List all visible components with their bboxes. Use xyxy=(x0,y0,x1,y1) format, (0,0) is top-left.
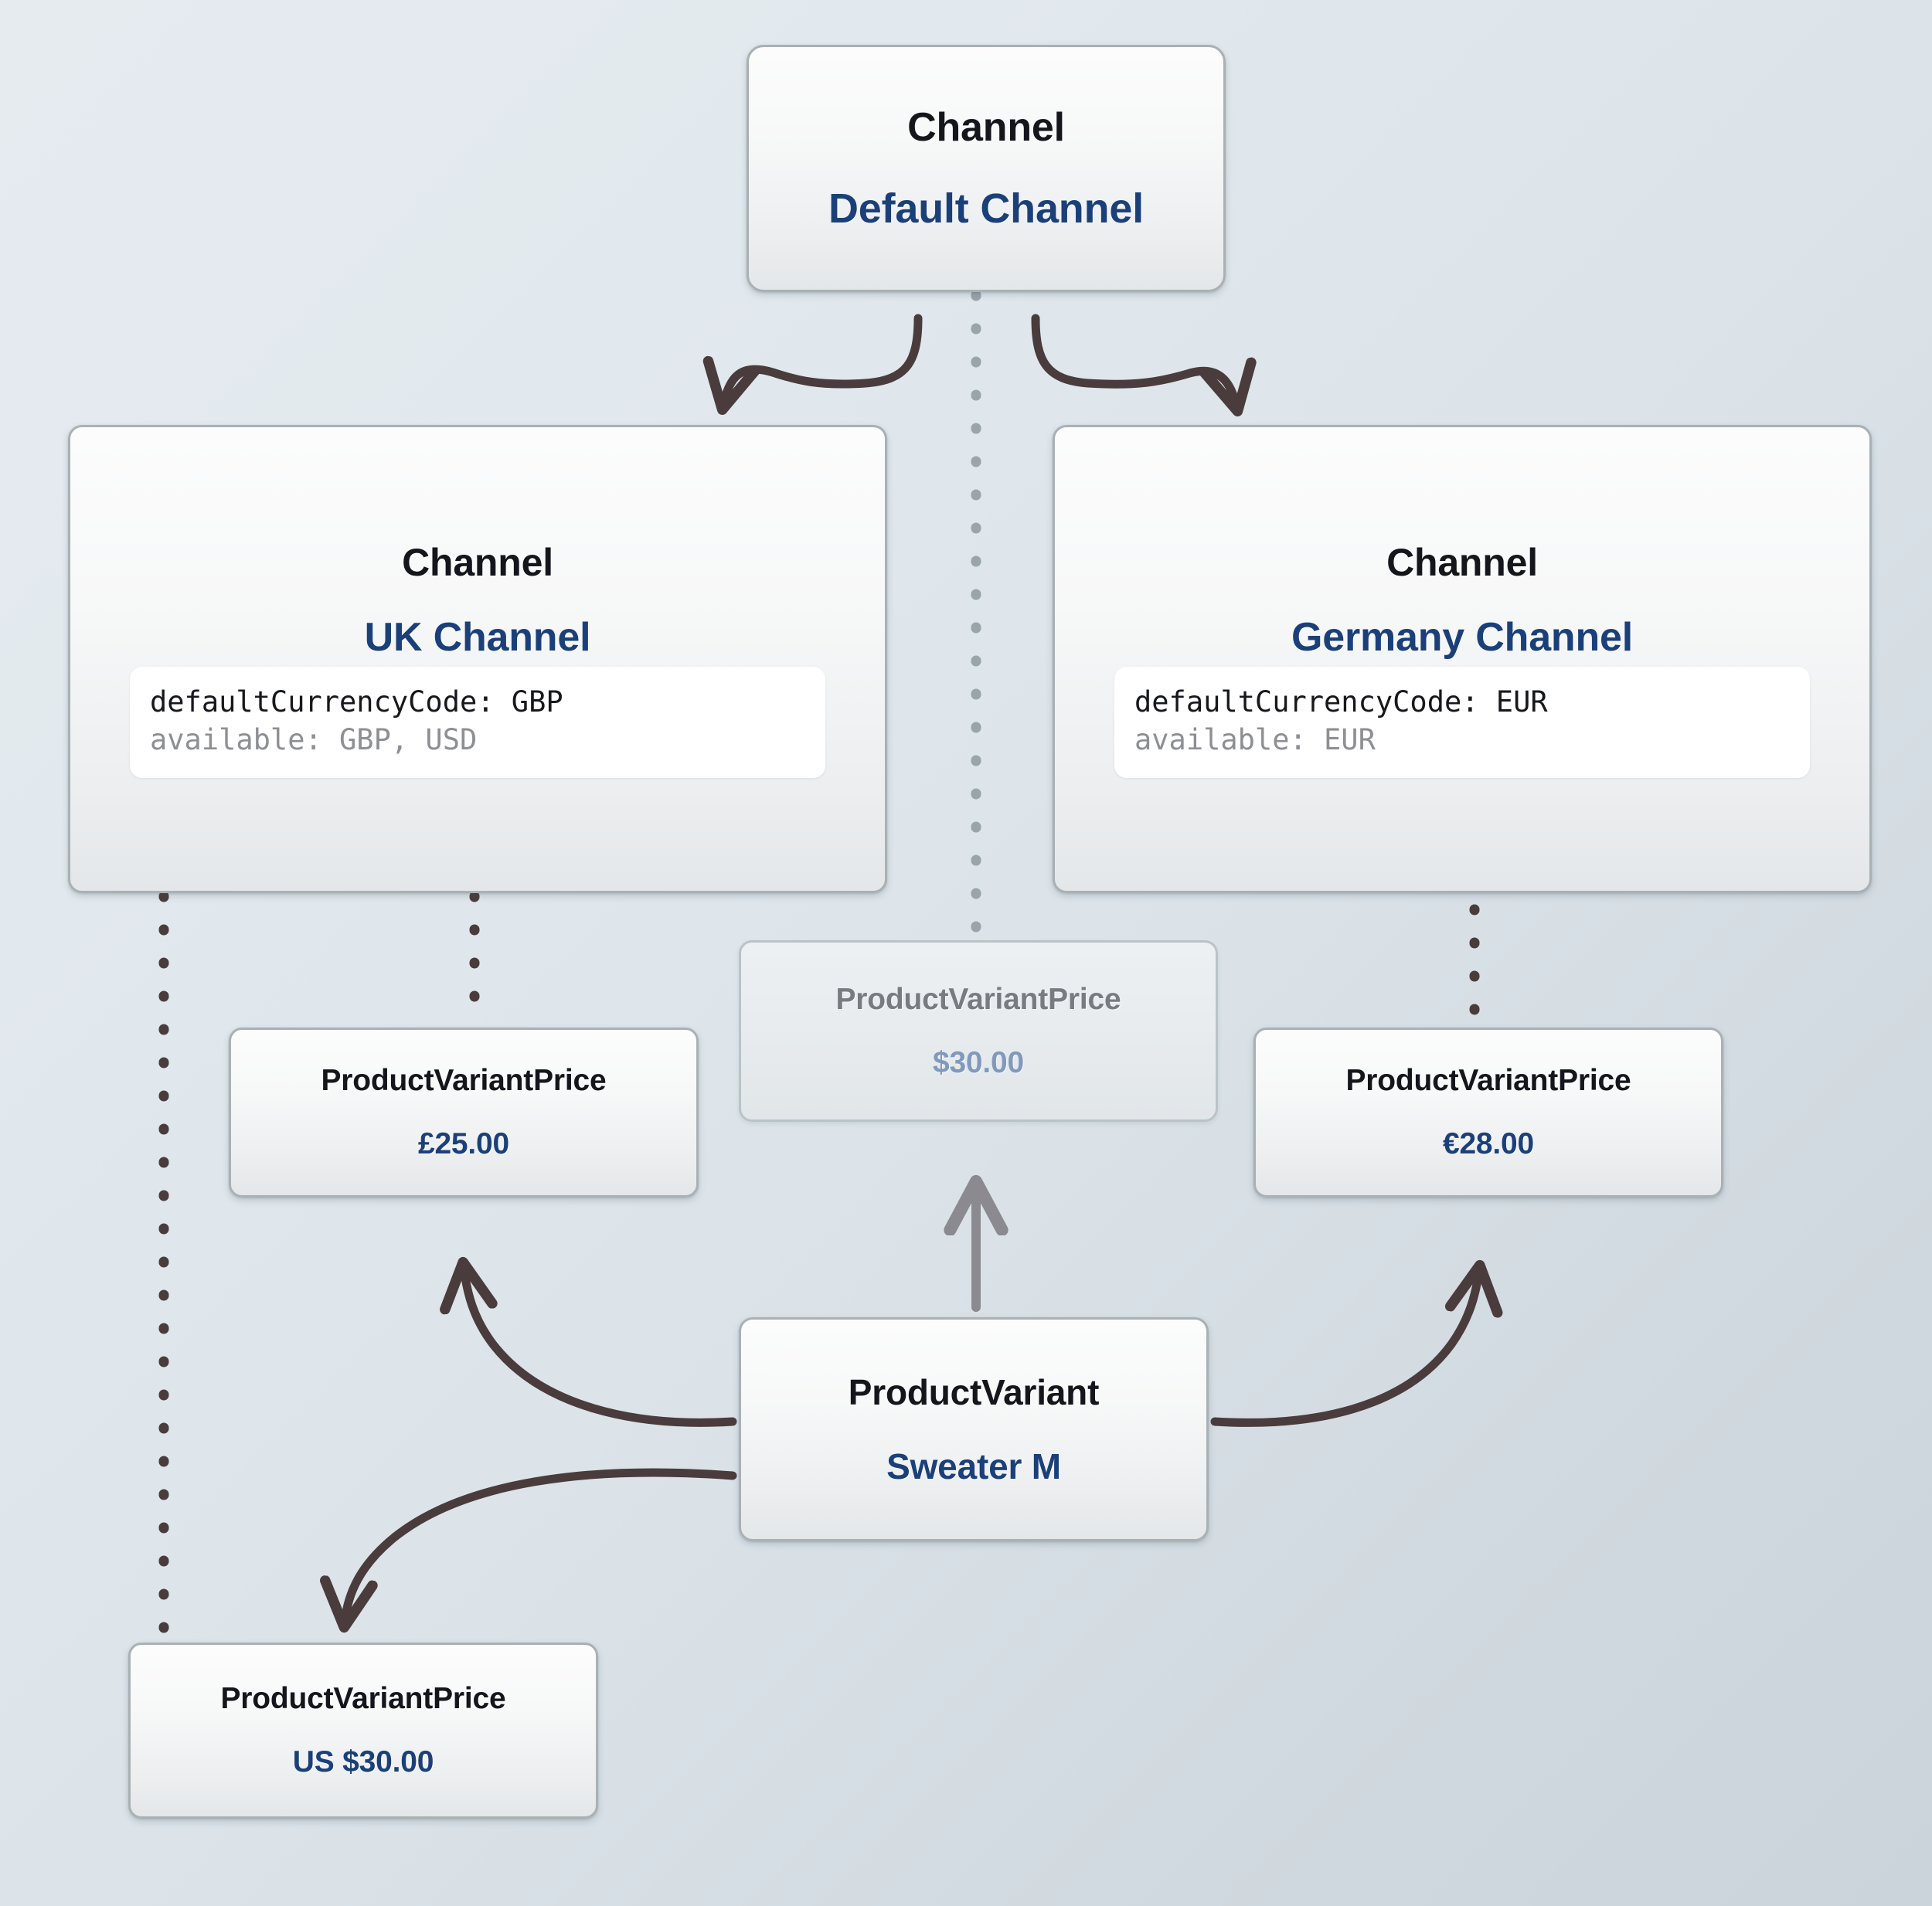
edge-default-to-uk xyxy=(723,314,923,405)
node-value-label: Germany Channel xyxy=(1291,615,1634,661)
edge-variant-to-price-gbp xyxy=(464,1267,737,1427)
default-currency-code-line: defaultCurrencyCode: EUR xyxy=(1134,685,1548,719)
node-product-variant-price-eur[interactable]: ProductVariantPrice €28.00 xyxy=(1253,1028,1723,1198)
node-type-label: ProductVariantPrice xyxy=(220,1682,506,1715)
node-germany-channel[interactable]: Channel Germany Channel defaultCurrencyC… xyxy=(1053,425,1872,893)
edge-default-to-germany xyxy=(1031,314,1236,406)
currency-details-box: defaultCurrencyCode: EUR available: EUR xyxy=(1114,667,1810,778)
node-uk-channel[interactable]: Channel UK Channel defaultCurrencyCode: … xyxy=(68,425,887,893)
currency-details-box: defaultCurrencyCode: GBP available: GBP,… xyxy=(130,667,825,778)
node-value-label: UK Channel xyxy=(364,615,591,661)
edge-variant-to-price-eur xyxy=(1210,1270,1479,1427)
node-product-variant[interactable]: ProductVariant Sweater M xyxy=(739,1317,1209,1541)
node-type-label: Channel xyxy=(402,541,553,585)
node-value-label: US $30.00 xyxy=(292,1745,434,1779)
available-currencies-line: available: GBP, USD xyxy=(150,723,478,756)
node-product-variant-price-usd-faded[interactable]: ProductVariantPrice $30.00 xyxy=(739,940,1218,1122)
node-type-label: ProductVariant xyxy=(848,1372,1100,1412)
available-currencies-line: available: EUR xyxy=(1134,723,1376,756)
edge-variant-to-price-us xyxy=(345,1468,737,1622)
node-default-channel[interactable]: Channel Default Channel xyxy=(747,45,1226,292)
node-type-label: Channel xyxy=(907,105,1065,150)
node-value-label: Sweater M xyxy=(886,1446,1061,1486)
node-product-variant-price-us-usd[interactable]: ProductVariantPrice US $30.00 xyxy=(128,1643,598,1819)
node-type-label: ProductVariantPrice xyxy=(1345,1064,1631,1097)
node-type-label: ProductVariantPrice xyxy=(321,1064,607,1097)
node-value-label: $30.00 xyxy=(932,1045,1025,1079)
node-type-label: ProductVariantPrice xyxy=(835,982,1121,1016)
node-type-label: Channel xyxy=(1386,541,1538,585)
node-value-label: €28.00 xyxy=(1442,1127,1535,1160)
default-currency-code-line: defaultCurrencyCode: GBP xyxy=(150,685,563,719)
node-value-label: Default Channel xyxy=(828,185,1145,232)
node-value-label: £25.00 xyxy=(417,1127,510,1160)
node-product-variant-price-gbp[interactable]: ProductVariantPrice £25.00 xyxy=(229,1028,699,1198)
